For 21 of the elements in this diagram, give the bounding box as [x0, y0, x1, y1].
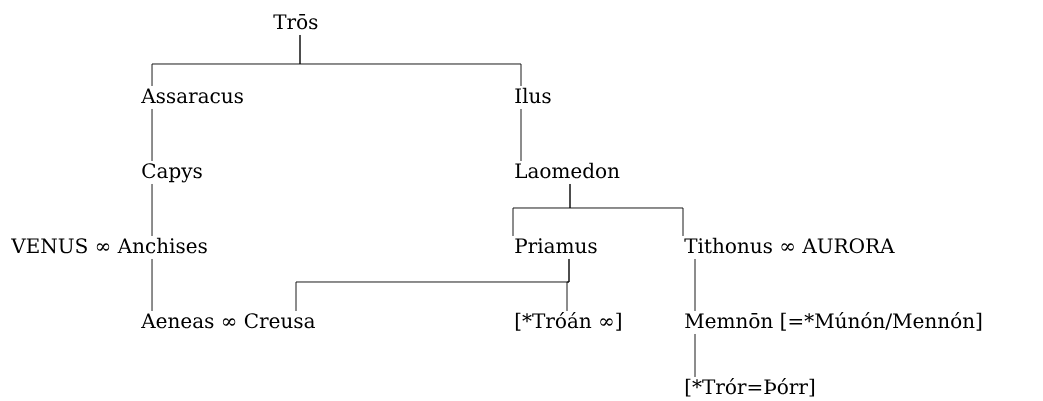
name-label: Assaracus [141, 88, 243, 104]
name-label: [*Trór=Þórr] [685, 378, 815, 397]
name-label: Ilus [515, 87, 551, 104]
connector-line [566, 258, 570, 312]
name-label: Tithonus ∞ AURORA [684, 237, 895, 254]
name-label: [*Tróán ∞] [515, 312, 621, 331]
connector-line [694, 258, 696, 312]
name-label: Trōs [273, 14, 318, 30]
name-label: Aeneas ∞ Creusa [141, 313, 315, 329]
name-label: Laomedon [515, 162, 620, 179]
connector-line [151, 183, 153, 237]
connector-line [151, 258, 153, 312]
name-label: Memnōn [=*Múnón/Mennón] [685, 312, 982, 331]
name-label: VENUS ∞ Anchises [11, 237, 207, 254]
connector-line [694, 333, 696, 378]
connector-line [151, 108, 153, 162]
connector-line [299, 34, 522, 87]
name-label: Priamus [515, 238, 597, 254]
connector-line [520, 108, 522, 162]
name-label: Capys [142, 163, 202, 183]
connector-line [569, 183, 684, 237]
